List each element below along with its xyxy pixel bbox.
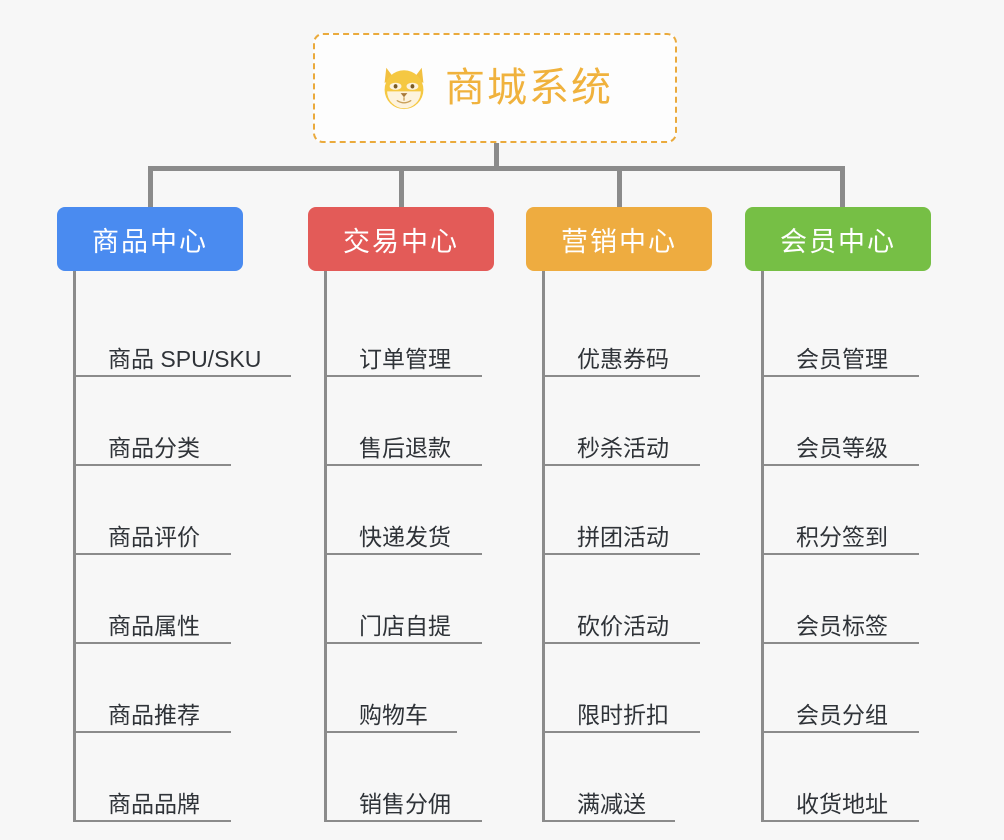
root-title: 商城系统 <box>445 66 613 110</box>
leaf-item-underline <box>545 642 700 644</box>
branch-column-3: 营销中心优惠券码秒杀活动拼团活动砍价活动限时折扣满减送 <box>526 207 712 822</box>
leaf-item-underline <box>545 464 700 466</box>
leaf-item-underline <box>764 464 919 466</box>
connector-drop-1 <box>148 166 153 208</box>
leaf-item-underline <box>545 731 700 733</box>
branch-leaf-list-4: 会员管理会员等级积分签到会员标签会员分组收货地址 <box>761 271 931 822</box>
leaf-item-underline <box>76 642 231 644</box>
branch-header-label: 商品中心 <box>92 226 208 257</box>
leaf-item-underline <box>764 820 919 822</box>
leaf-item-label: 商品分类 <box>108 434 200 461</box>
leaf-item-underline <box>76 464 231 466</box>
leaf-item-label: 拼团活动 <box>577 523 669 550</box>
leaf-item-label: 快递发货 <box>359 523 451 550</box>
leaf-item[interactable]: 购物车 <box>327 644 494 733</box>
leaf-item[interactable]: 会员管理 <box>764 288 931 377</box>
leaf-item-label: 限时折扣 <box>577 701 669 728</box>
branch-header-label: 营销中心 <box>561 226 677 257</box>
leaf-item[interactable]: 售后退款 <box>327 377 494 466</box>
leaf-item[interactable]: 优惠券码 <box>545 288 712 377</box>
connector-horizontal-bus <box>148 166 845 171</box>
branch-header-label: 会员中心 <box>780 226 896 257</box>
leaf-item[interactable]: 商品评价 <box>76 466 243 555</box>
branch-header-label: 交易中心 <box>343 226 459 257</box>
leaf-item[interactable]: 销售分佣 <box>327 733 494 822</box>
leaf-item-label: 销售分佣 <box>359 790 451 817</box>
branch-column-4: 会员中心会员管理会员等级积分签到会员标签会员分组收货地址 <box>745 207 931 822</box>
leaf-item-underline <box>327 375 482 377</box>
leaf-item-underline <box>76 731 231 733</box>
leaf-item-label: 砍价活动 <box>577 612 669 639</box>
leaf-item-underline <box>76 820 231 822</box>
leaf-item-label: 商品 SPU/SKU <box>108 345 262 372</box>
leaf-item[interactable]: 商品分类 <box>76 377 243 466</box>
branch-leaf-list-1: 商品 SPU/SKU 商品分类商品评价商品属性商品推荐商品品牌 <box>73 271 291 822</box>
leaf-item-underline <box>327 731 457 733</box>
leaf-item-label: 商品品牌 <box>108 790 200 817</box>
leaf-item[interactable]: 秒杀活动 <box>545 377 712 466</box>
leaf-item-underline <box>764 642 919 644</box>
leaf-item[interactable]: 商品推荐 <box>76 644 243 733</box>
leaf-item[interactable]: 积分签到 <box>764 466 931 555</box>
branch-header-4[interactable]: 会员中心 <box>745 207 931 271</box>
branch-column-1: 商品中心商品 SPU/SKU 商品分类商品评价商品属性商品推荐商品品牌 <box>57 207 291 822</box>
branch-header-2[interactable]: 交易中心 <box>308 207 494 271</box>
leaf-item[interactable]: 会员分组 <box>764 644 931 733</box>
connector-drop-4 <box>840 166 845 208</box>
leaf-item-label: 购物车 <box>359 701 428 728</box>
leaf-item[interactable]: 拼团活动 <box>545 466 712 555</box>
leaf-item-label: 会员标签 <box>796 612 888 639</box>
leaf-item-label: 会员分组 <box>796 701 888 728</box>
leaf-item-label: 秒杀活动 <box>577 434 669 461</box>
leaf-item-label: 商品评价 <box>108 523 200 550</box>
root-node[interactable]: 商城系统 <box>313 33 677 143</box>
leaf-item-underline <box>545 553 700 555</box>
leaf-item[interactable]: 商品品牌 <box>76 733 243 822</box>
connector-drop-3 <box>617 166 622 208</box>
leaf-item[interactable]: 商品 SPU/SKU <box>76 288 291 377</box>
leaf-item[interactable]: 限时折扣 <box>545 644 712 733</box>
leaf-item-label: 优惠券码 <box>577 345 669 372</box>
connector-root-stem <box>494 143 499 170</box>
leaf-item[interactable]: 收货地址 <box>764 733 931 822</box>
leaf-item[interactable]: 商品属性 <box>76 555 243 644</box>
leaf-item-underline <box>327 820 482 822</box>
leaf-item[interactable]: 会员标签 <box>764 555 931 644</box>
leaf-item-label: 门店自提 <box>359 612 451 639</box>
leaf-item-label: 订单管理 <box>359 345 451 372</box>
leaf-item-underline <box>545 820 675 822</box>
leaf-item-label: 满减送 <box>577 790 646 817</box>
leaf-item[interactable]: 快递发货 <box>327 466 494 555</box>
leaf-item-label: 积分签到 <box>796 523 888 550</box>
leaf-item-underline <box>327 642 482 644</box>
branch-header-1[interactable]: 商品中心 <box>57 207 243 271</box>
leaf-item[interactable]: 门店自提 <box>327 555 494 644</box>
shiba-dog-face-icon <box>384 67 424 110</box>
branch-header-3[interactable]: 营销中心 <box>526 207 712 271</box>
leaf-item-underline <box>76 375 291 377</box>
branch-leaf-list-2: 订单管理售后退款快递发货门店自提购物车销售分佣 <box>324 271 494 822</box>
leaf-item-underline <box>327 553 482 555</box>
leaf-item-label: 商品属性 <box>108 612 200 639</box>
leaf-item-label: 商品推荐 <box>108 701 200 728</box>
leaf-item-label: 售后退款 <box>359 434 451 461</box>
leaf-item-underline <box>764 553 919 555</box>
leaf-item-underline <box>764 731 919 733</box>
leaf-item-underline <box>764 375 919 377</box>
leaf-item[interactable]: 订单管理 <box>327 288 494 377</box>
connector-drop-2 <box>399 166 404 208</box>
leaf-item[interactable]: 会员等级 <box>764 377 931 466</box>
leaf-item-label: 会员等级 <box>796 434 888 461</box>
branch-column-2: 交易中心订单管理售后退款快递发货门店自提购物车销售分佣 <box>308 207 494 822</box>
leaf-item-underline <box>327 464 482 466</box>
leaf-item-label: 会员管理 <box>796 345 888 372</box>
leaf-item-underline <box>76 553 231 555</box>
leaf-item[interactable]: 砍价活动 <box>545 555 712 644</box>
leaf-item[interactable]: 满减送 <box>545 733 712 822</box>
leaf-item-label: 收货地址 <box>796 790 888 817</box>
leaf-item-underline <box>545 375 700 377</box>
branch-leaf-list-3: 优惠券码秒杀活动拼团活动砍价活动限时折扣满减送 <box>542 271 712 822</box>
